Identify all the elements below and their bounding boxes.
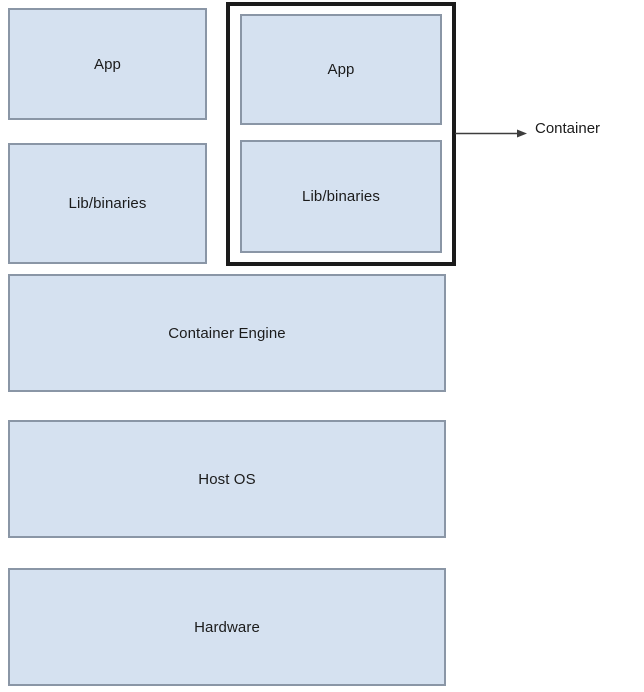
container-callout: Container (455, 112, 644, 156)
container-engine-label: Container Engine (168, 324, 286, 342)
container-lib-binaries-box[interactable]: Lib/binaries (240, 140, 442, 253)
left-lib-binaries-label: Lib/binaries (68, 195, 147, 212)
container-lib-binaries-label: Lib/binaries (302, 188, 380, 205)
host-os-box[interactable]: Host OS (8, 420, 446, 538)
container-callout-label: Container (535, 120, 601, 137)
container-app-label: App (327, 61, 355, 78)
hardware-label: Hardware (194, 618, 260, 636)
arrow-right-icon (455, 129, 527, 138)
hardware-box[interactable]: Hardware (8, 568, 446, 686)
left-app-box[interactable]: App (8, 8, 207, 120)
container-app-box[interactable]: App (240, 14, 442, 125)
container-engine-box[interactable]: Container Engine (8, 274, 446, 392)
left-lib-binaries-box[interactable]: Lib/binaries (8, 143, 207, 264)
host-os-label: Host OS (198, 470, 256, 488)
left-app-label: App (94, 55, 121, 73)
container-group[interactable]: App Lib/binaries (226, 2, 456, 266)
